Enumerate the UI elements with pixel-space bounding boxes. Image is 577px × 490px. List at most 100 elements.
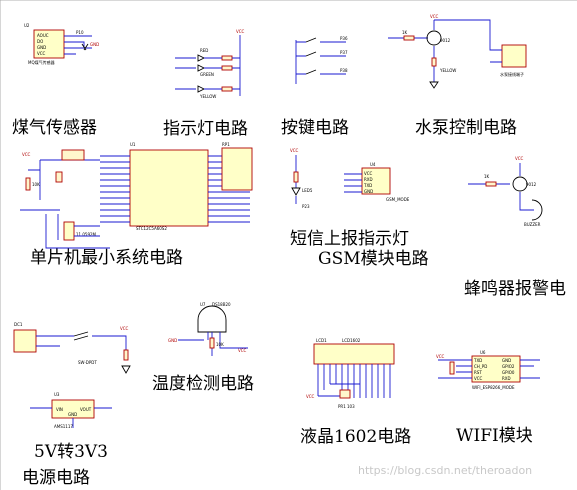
gsm-pin-vcc: VCC (364, 171, 373, 176)
temp-circuit: U7 DS18B20 GND VCC 10K (168, 302, 248, 356)
lcd-pot-label: PR1 103 (338, 404, 355, 409)
led-vcc: VCC (236, 29, 245, 34)
gas-pin-gnd: GND (37, 45, 46, 50)
label-gas-sensor: 煤气传感器 (12, 118, 97, 138)
mcu-crystal-label: 11.0592M (76, 232, 97, 237)
led-resistor-2 (221, 65, 233, 71)
sms-indicator-circuit: VCC LED5 P23 (290, 148, 313, 209)
mcu-resistor-pack (221, 147, 253, 191)
power-resistor (123, 349, 129, 361)
wifi-pin-gnd: GND (502, 358, 511, 363)
gsm-circuit: U4 VCC RXD TXD GND GSM_MODE (344, 162, 410, 202)
regulator-pin-gnd: GND (68, 412, 77, 417)
mcu-header (61, 149, 85, 161)
temp-vcc: VCC (238, 348, 247, 353)
label-power-1: 5V转3V3 (34, 442, 108, 462)
wifi-pin-rst: RST (474, 370, 482, 375)
label-lcd: 液晶1602电路 (300, 427, 411, 447)
temp-r10k: 10K (216, 342, 224, 347)
gsm-pin-txd: TXD (363, 183, 372, 188)
wifi-pullup (449, 361, 455, 375)
regulator-pin-vout: VOUT (80, 407, 92, 412)
gsm-ref: U4 (370, 162, 376, 167)
gas-sensor-ref: U2 (24, 23, 30, 28)
buzzer-symbol (531, 199, 543, 221)
wifi-ref: U6 (480, 350, 486, 355)
led-resistor-3 (221, 86, 233, 92)
wifi-name: WIFI_ESP8266_MODE (472, 385, 515, 390)
label-wifi: WIFI模块 (456, 426, 533, 446)
buzzer-circuit: VCC 9012 BUZZER 1K (468, 156, 543, 227)
watermark: https://blog.csdn.net/theroadon (358, 464, 532, 477)
gas-sensor-circuit: U2 AOUC DO GND VCC MQ煤气传感器 GND P10 (24, 23, 99, 65)
key-p37: P37 (340, 50, 348, 55)
buzzer-resistor (485, 181, 497, 187)
gas-pin-do: DO (37, 39, 43, 44)
temp-ref: U7 (200, 302, 206, 307)
sms-vcc: VCC (290, 148, 299, 153)
temp-gnd: GND (168, 338, 177, 343)
lcd-vcc: VCC (306, 394, 315, 399)
temp-name: DS18B20 (212, 302, 231, 307)
gsm-chip (361, 167, 391, 195)
dc-jack-ref: DC1 (14, 322, 23, 327)
pump-control-circuit: VCC YELLOW 9012 水泵接线端子 1K (388, 14, 527, 89)
gas-p10: P10 (76, 30, 84, 35)
mcu-circuit: U1 STC12C5A60S2 RP1 VCC 10K 11.0592M (20, 142, 253, 249)
pump-transistor (426, 30, 442, 46)
label-led-indicator: 指示灯电路 (163, 119, 248, 139)
key-p38: P38 (340, 68, 348, 73)
gsm-pin-rxd: RXD (364, 177, 373, 182)
buzzer-label: BUZZER (524, 222, 541, 227)
key-circuit: P36 P37 P38 (295, 36, 348, 84)
lcd-ref: LCD1 (316, 338, 327, 343)
label-temp: 温度检测电路 (152, 374, 254, 394)
wifi-pin-vcc: VCC (474, 376, 483, 381)
lcd-header (313, 343, 395, 365)
pump-vcc: VCC (430, 14, 439, 19)
pump-led-resistor (431, 57, 437, 67)
wifi-circuit: U6 TXD CH_PD RST VCC GND GPIO2 GPIO0 RXD… (436, 350, 540, 390)
sms-resistor (293, 171, 299, 183)
power-circuit: DC1 SW-DPDT VCC U3 VIN GND VOUT AMS1117 (13, 322, 131, 429)
buzzer-r1k: 1K (484, 174, 490, 179)
pump-r-label: 1K (402, 30, 408, 35)
wifi-chip (471, 355, 521, 383)
mcu-reset-cap (55, 171, 63, 183)
label-sms: 短信上报指示灯 (290, 229, 409, 249)
wifi-pin-chpd: CH_PD (474, 364, 487, 369)
label-power-2: 电源电路 (22, 468, 90, 488)
wifi-vcc: VCC (436, 354, 445, 359)
gas-sensor-name: MQ煤气传感器 (28, 59, 55, 65)
led-green-label: GREEN (200, 72, 214, 77)
mcu-r10k: 10K (32, 182, 40, 187)
lcd-pot (339, 389, 351, 399)
mcu-vcc: VCC (22, 152, 31, 157)
mcu-chip (129, 149, 209, 227)
mcu-rp-label: RP1 (222, 142, 230, 147)
led-red-label: RED (200, 48, 208, 53)
gsm-pin-gnd: GND (364, 189, 373, 194)
gas-gnd-label: GND (90, 42, 99, 47)
key-p36: P36 (340, 36, 348, 41)
mcu-name: STC12C5A60S2 (136, 226, 167, 231)
led-yellow-label: YELLOW (199, 94, 216, 99)
sms-p-label: P23 (302, 204, 310, 209)
wifi-pin-txd: TXD (473, 358, 482, 363)
regulator-ref: U3 (54, 392, 60, 397)
power-vcc: VCC (120, 326, 129, 331)
gas-sensor-chip (33, 29, 65, 59)
wifi-pin-rxd: RXD (502, 376, 511, 381)
pump-terminal (501, 44, 527, 68)
lcd-circuit: LCD1 LCD1602 VCC PR1 103 (306, 338, 395, 409)
gas-pin-aouc: AOUC (37, 33, 49, 38)
pump-terminal-label: 水泵接线端子 (500, 71, 524, 77)
buzzer-vcc: VCC (515, 156, 524, 161)
mcu-reset-resistor (25, 177, 31, 191)
pump-led-label: YELLOW (439, 68, 456, 73)
sms-led-label: LED5 (302, 188, 313, 193)
power-switch-label: SW-DPDT (78, 360, 97, 365)
buzzer-transistor (512, 176, 528, 192)
power-switch (73, 331, 89, 341)
